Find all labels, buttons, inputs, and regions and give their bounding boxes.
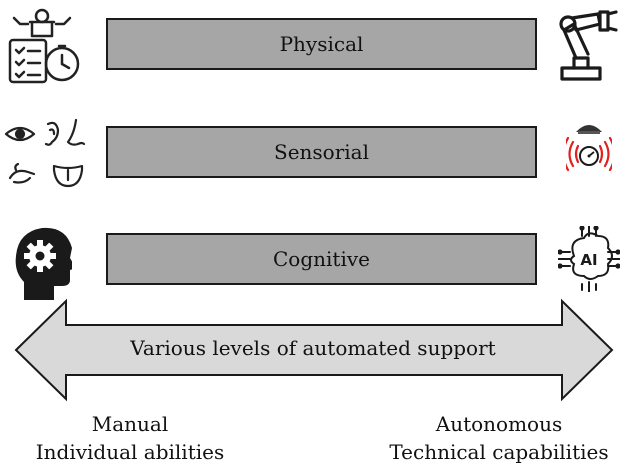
left-caption-line1: Manual — [91, 412, 169, 436]
left-caption: Manual Individual abilities — [14, 410, 246, 466]
left-caption-line2: Individual abilities — [35, 440, 225, 464]
arrow-label: Various levels of automated support — [130, 336, 496, 360]
sensor-icon — [566, 125, 612, 172]
right-caption-line1: Autonomous — [435, 412, 563, 436]
senses-icon — [4, 118, 86, 188]
bar-cognitive-label: Cognitive — [273, 247, 370, 271]
worker-checklist-stopwatch-icon — [8, 8, 80, 84]
head-gear-icon — [15, 227, 72, 300]
bar-physical: Physical — [106, 18, 537, 70]
svg-text:AI: AI — [580, 251, 597, 269]
robot-arm-icon — [559, 10, 618, 81]
bar-sensorial-label: Sensorial — [274, 140, 369, 164]
ai-chip-icon: AI — [558, 226, 620, 292]
right-caption-line2: Technical capabilities — [389, 440, 609, 464]
bar-sensorial: Sensorial — [106, 126, 537, 178]
right-caption: Autonomous Technical capabilities — [376, 410, 622, 466]
bar-cognitive: Cognitive — [106, 233, 537, 285]
automation-double-arrow — [14, 298, 614, 402]
bar-physical-label: Physical — [279, 32, 364, 56]
